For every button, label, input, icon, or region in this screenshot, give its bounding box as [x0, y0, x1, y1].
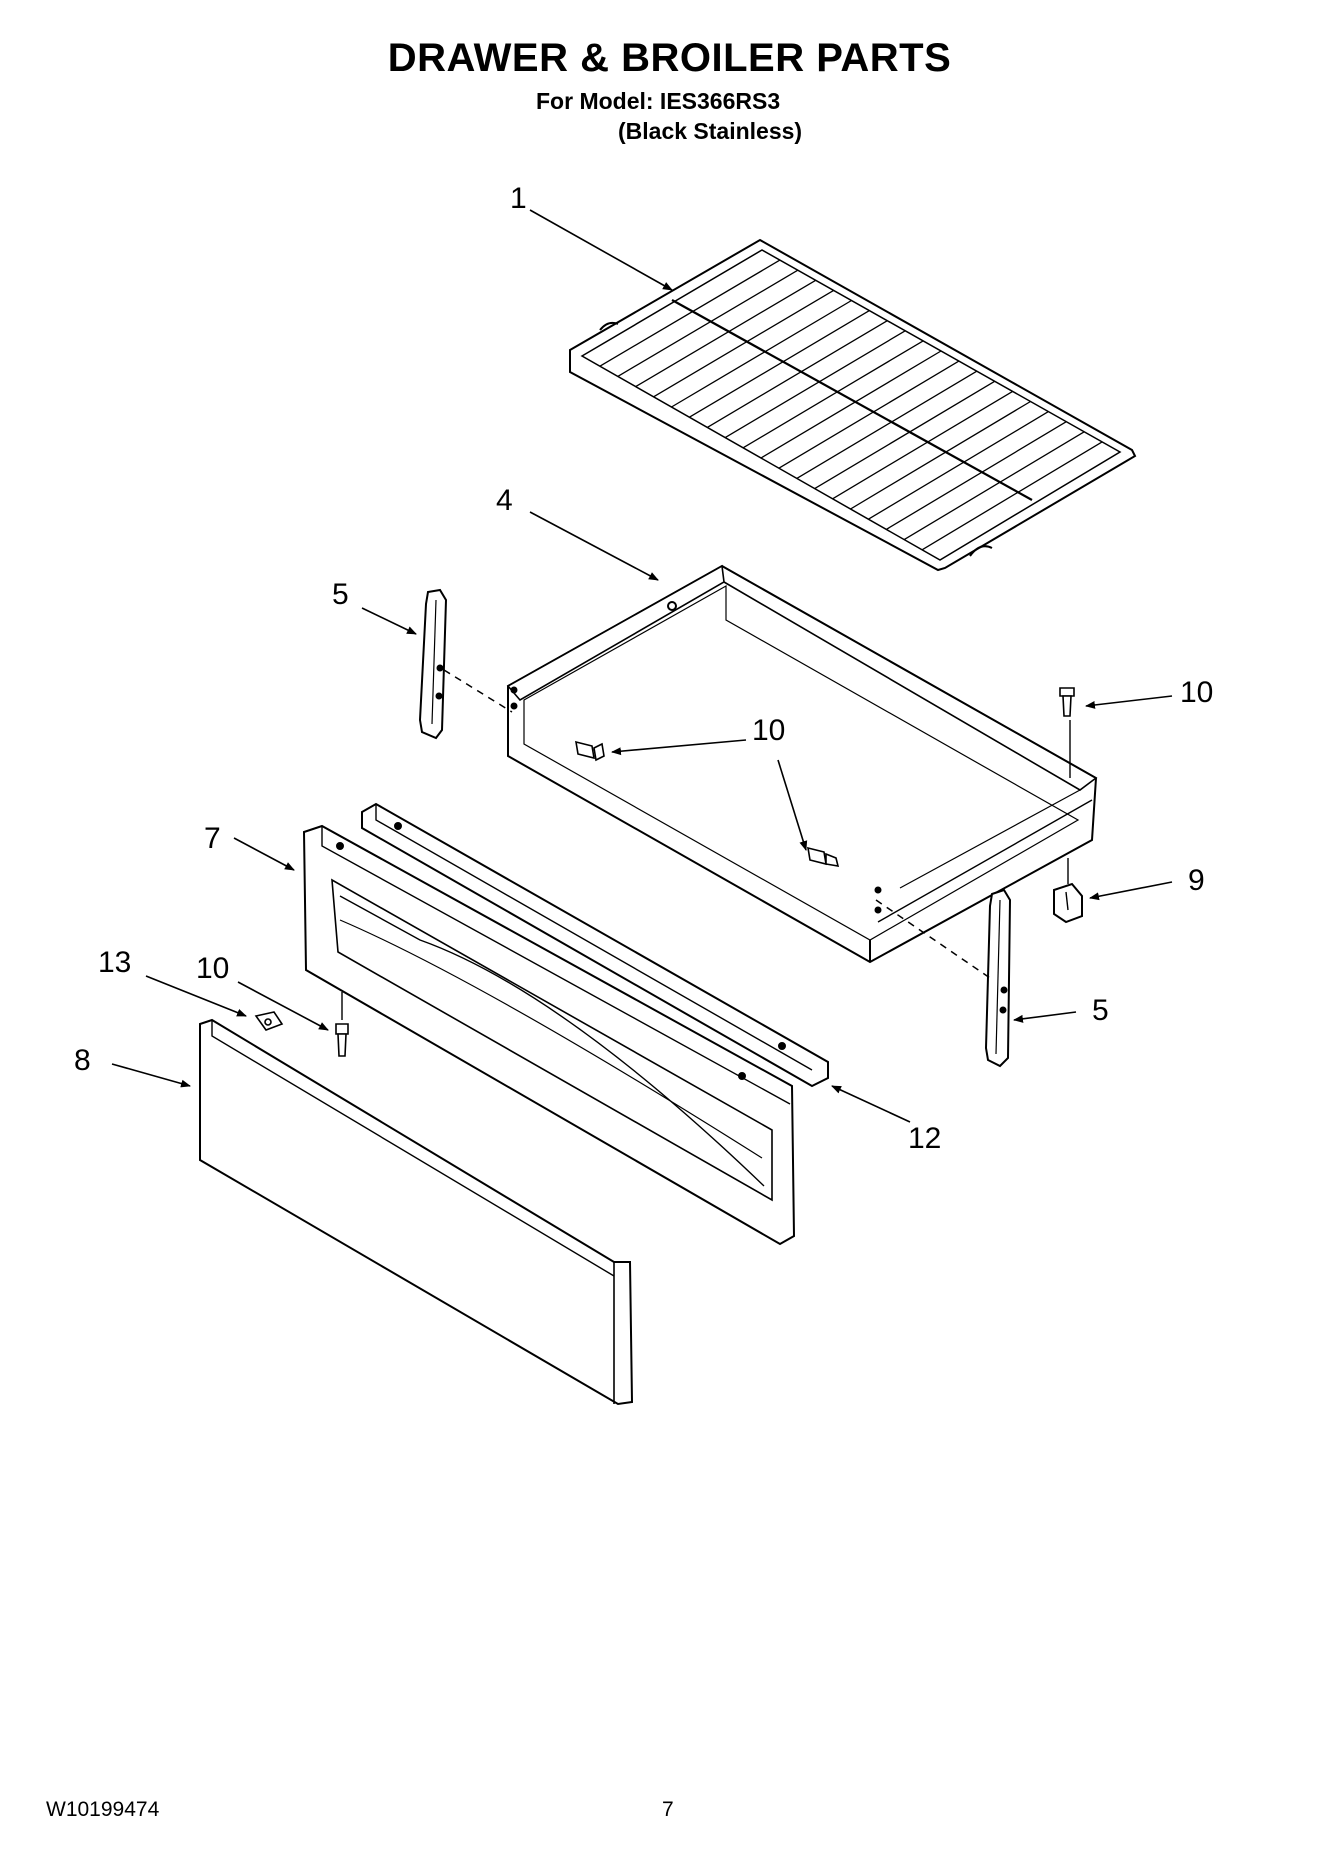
broiler-rack: [569, 238, 1137, 572]
leader-arrows: [111, 209, 1173, 1123]
drawer-pan: [506, 564, 1098, 964]
screw-drawer-front: [807, 846, 840, 867]
rack-wire: [814, 380, 996, 490]
rack-wire: [653, 289, 834, 398]
callout-7: 7: [204, 822, 221, 855]
callout-12: 12: [908, 1122, 942, 1155]
drawer-slide-right: [984, 888, 1012, 1068]
screw-right: [1059, 687, 1075, 717]
callout-10-right: 10: [1180, 676, 1214, 709]
callout-10-lower: 10: [196, 952, 230, 985]
drawer-slide-left: [418, 588, 448, 740]
finish-line: (Black Stainless): [618, 118, 803, 144]
rack-wire: [885, 421, 1067, 530]
callout-4: 4: [496, 484, 513, 517]
model-line: For Model: IES366RS3: [536, 88, 781, 114]
rack-wire: [689, 310, 870, 418]
callout-8: 8: [74, 1044, 91, 1077]
rack-center-bar: [671, 299, 1033, 501]
rack-wire: [742, 340, 924, 449]
callout-1: 1: [510, 182, 527, 215]
document-number: W10199474: [46, 1798, 160, 1821]
rack-wire: [832, 390, 1013, 500]
rack-wire: [778, 360, 960, 469]
callout-5-right: 5: [1092, 994, 1109, 1027]
screw-drawer-left: [575, 740, 605, 762]
small-clip: [254, 1011, 284, 1031]
rack-wire: [760, 350, 942, 459]
callout-10-center: 10: [752, 714, 786, 747]
callout-9: 9: [1188, 864, 1205, 897]
page-number: 7: [662, 1798, 674, 1821]
rack-wire: [868, 411, 1049, 520]
rack-grid-lines: [599, 259, 1103, 551]
callout-13: 13: [98, 946, 132, 979]
rack-wire: [921, 441, 1103, 551]
callout-5-left: 5: [332, 578, 349, 611]
drawer-front-frame: [302, 824, 796, 1246]
page-title: DRAWER & BROILER PARTS: [387, 36, 952, 80]
trim-strip: [361, 802, 829, 1088]
rack-wire: [635, 279, 817, 388]
slide-dashed-guide-right: [875, 899, 991, 979]
drawer-clip: [1053, 882, 1083, 924]
rack-wire: [850, 400, 1031, 510]
rack-wire: [671, 299, 852, 408]
rack-wire: [903, 431, 1085, 541]
rack-wire: [617, 269, 799, 377]
rack-wire: [724, 330, 906, 439]
slide-dashed-guide-left: [443, 669, 513, 713]
rack-wire: [796, 370, 978, 479]
rack-wire: [599, 259, 781, 367]
rack-wire: [706, 320, 888, 428]
outer-panel: [199, 1018, 634, 1406]
screw-panel: [335, 1023, 349, 1057]
